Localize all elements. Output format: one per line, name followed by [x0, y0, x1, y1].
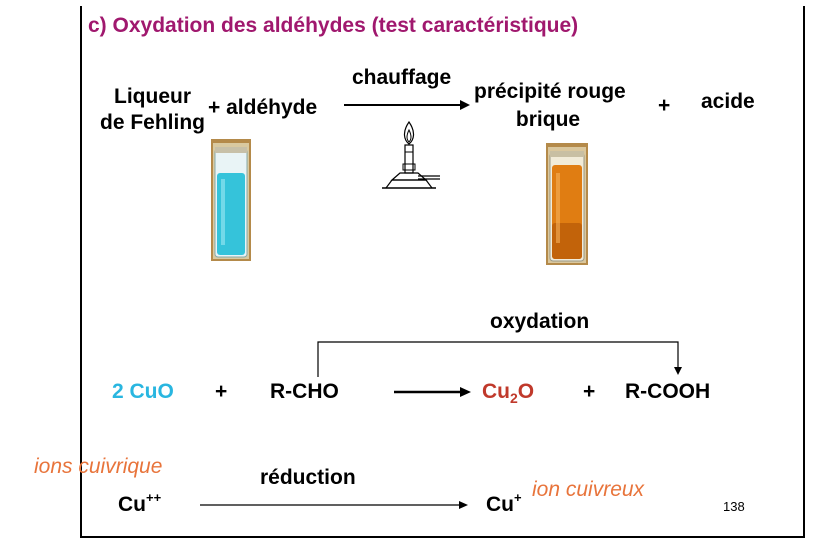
rcooh-product: R-COOH — [625, 380, 711, 403]
ion-cuivreux-label: ion cuivreux — [532, 478, 645, 501]
cu-2plus-base: Cu — [118, 493, 146, 516]
test-tube-blue-icon — [211, 139, 251, 261]
condition-label: chauffage — [352, 66, 452, 89]
oxidation-bracket-arrow — [317, 341, 682, 377]
slide-frame — [80, 6, 805, 538]
cu2o-subscript: 2 — [510, 390, 518, 406]
bunsen-burner-icon — [382, 120, 440, 189]
ions-cuivrique-label: ions cuivrique — [34, 455, 163, 478]
page-number: 138 — [723, 499, 745, 514]
reagent-label: Liqueur de Fehling — [100, 84, 205, 136]
product-line1: précipité rouge — [474, 80, 626, 103]
reagent-line2: de Fehling — [100, 111, 205, 134]
cu-2plus: Cu++ — [118, 490, 161, 517]
cu2o-base: Cu — [482, 380, 510, 403]
reduction-label: réduction — [260, 466, 356, 489]
oxidation-label: oxydation — [490, 310, 590, 333]
section-title: c) Oxydation des aldéhydes (test caracté… — [88, 14, 579, 37]
cu-2plus-charge: ++ — [146, 490, 162, 505]
cu-plus: Cu+ — [486, 490, 522, 517]
test-tube-orange-icon — [546, 143, 588, 265]
plus-top: + — [658, 94, 671, 117]
plus-aldehyde: + aldéhyde — [208, 96, 318, 119]
cu-plus-base: Cu — [486, 493, 514, 516]
reagent-line1: Liqueur — [114, 85, 191, 108]
cu-plus-charge: + — [514, 490, 522, 505]
cu2o-end: O — [517, 380, 535, 403]
product-line2: brique — [515, 108, 581, 131]
reaction-arrow-main — [394, 387, 471, 397]
product-label: précipité rouge brique — [474, 78, 626, 134]
acid-label: acide — [701, 90, 755, 113]
cuo-reactant: 2 CuO — [112, 380, 174, 403]
plus-1: + — [215, 380, 228, 403]
reaction-arrow-top — [344, 100, 470, 110]
rcho-reactant: R-CHO — [270, 380, 339, 403]
plus-2: + — [583, 380, 596, 403]
cu2o-product: Cu2O — [482, 380, 534, 406]
reduction-arrow — [200, 501, 468, 509]
